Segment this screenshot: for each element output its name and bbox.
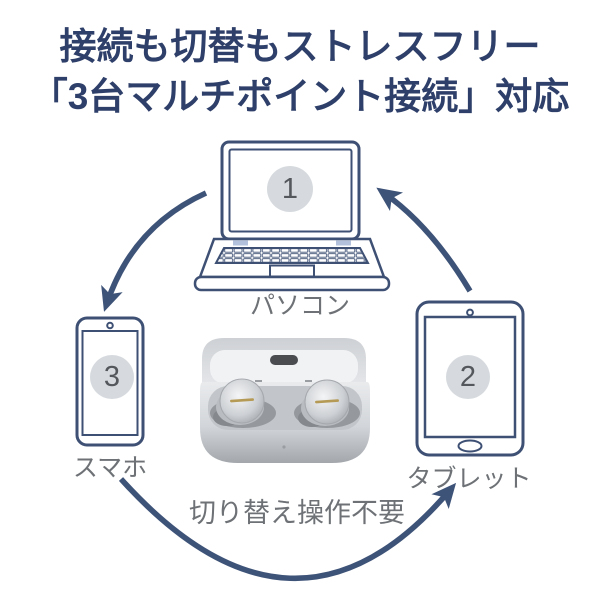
laptop-label: パソコン xyxy=(249,292,351,320)
arrow-smartphone-to-tablet-icon xyxy=(118,477,457,582)
laptop-icon xyxy=(193,140,391,292)
title-line-2: 「3台マルチポイント接続」対応 xyxy=(30,75,570,117)
laptop-number-badge: 1 xyxy=(267,166,313,212)
laptop-number: 1 xyxy=(281,172,299,205)
earbuds-case-photo xyxy=(200,338,370,463)
smartphone-number-badge: 3 xyxy=(90,355,134,399)
smartphone-label: スマホ xyxy=(72,454,148,482)
tablet-number-badge: 2 xyxy=(446,355,490,399)
tablet-label: タブレット xyxy=(406,465,532,493)
tablet-number: 2 xyxy=(459,360,477,393)
no-switching-caption: 切り替え操作不要 xyxy=(189,498,405,528)
smartphone-number: 3 xyxy=(103,360,121,393)
page-title: 接続も切替もストレスフリー 「3台マルチポイント接続」対応 xyxy=(0,22,600,121)
title-line-1: 接続も切替もストレスフリー xyxy=(59,26,541,67)
arrow-laptop-to-smartphone-icon xyxy=(101,190,208,312)
arrow-tablet-to-laptop-icon xyxy=(376,187,473,293)
